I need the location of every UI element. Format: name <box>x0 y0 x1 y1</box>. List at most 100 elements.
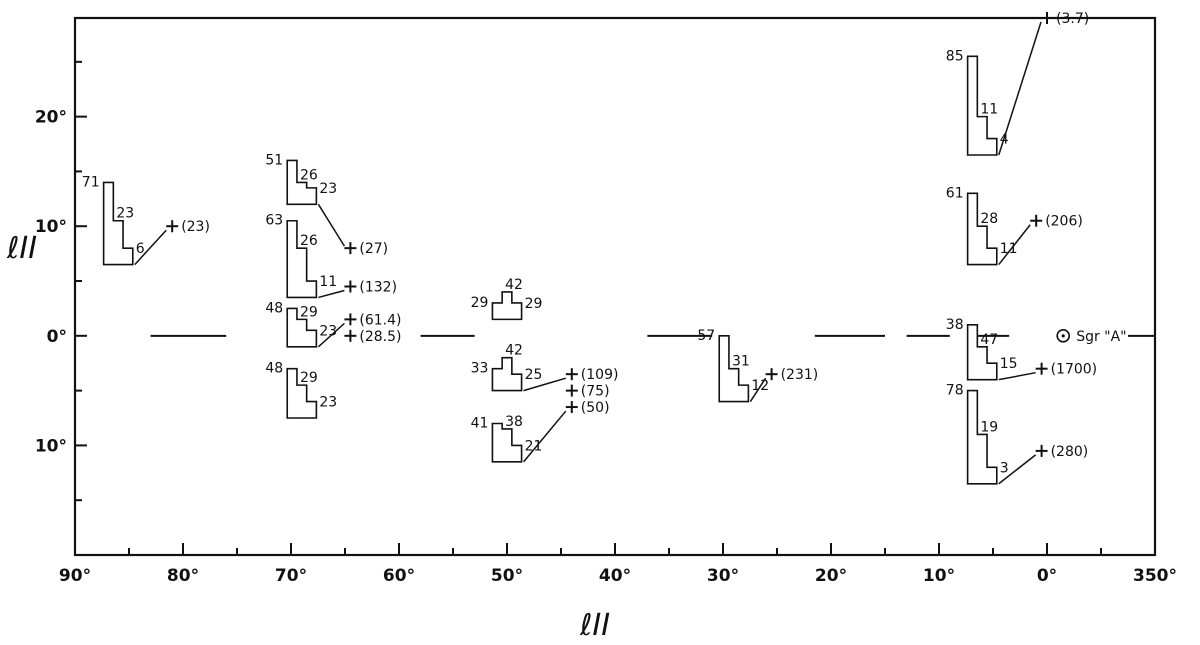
landmark-marker <box>1056 329 1070 343</box>
profile-histogram <box>966 55 998 156</box>
profile-value-label: 3 <box>1000 460 1009 476</box>
profile-value-label: 85 <box>946 48 964 64</box>
profile-value-label: 26 <box>300 233 318 249</box>
profile-value-label: 21 <box>525 438 543 454</box>
profile-value-label: 48 <box>265 300 283 316</box>
source-leader-line <box>998 454 1037 485</box>
profile-value-label: 61 <box>946 185 964 201</box>
profile-value-label: 29 <box>300 370 318 386</box>
x-tick-label: 40° <box>599 566 631 586</box>
profile-histogram <box>966 192 998 266</box>
source-flux-label: (231) <box>781 367 819 383</box>
profile-value-label: 29 <box>525 296 543 312</box>
source-leader-line <box>998 371 1036 381</box>
profile-histogram <box>286 367 318 419</box>
y-tick-label: 10° <box>35 436 67 456</box>
profile-value-label: 11 <box>319 274 337 290</box>
y-axis-ticks: 20°10°0°10° <box>35 60 87 502</box>
profile-value-label: 31 <box>732 354 750 370</box>
y-tick-label: 0° <box>47 327 67 347</box>
profile-value-label: 48 <box>265 361 283 377</box>
survey-region: 63 26 11 (132) <box>265 213 397 299</box>
profile-value-label: 23 <box>319 181 337 197</box>
profile-histogram <box>102 181 134 266</box>
source-flux-label: (61.4) <box>359 312 401 328</box>
source-flux-label: (109) <box>581 367 619 383</box>
profile-histogram <box>286 307 318 348</box>
profile-value-label: 41 <box>471 415 489 431</box>
profile-value-label: 63 <box>265 213 283 229</box>
x-tick-label: 70° <box>275 566 307 586</box>
source-leader-line <box>998 224 1031 266</box>
source-flux-label: (27) <box>359 241 388 257</box>
x-tick-label: 20° <box>815 566 847 586</box>
profile-histogram <box>491 422 523 463</box>
x-axis-label: ℓII <box>579 608 610 643</box>
y-axis-label: ℓII <box>6 231 37 266</box>
profile-value-label: 42 <box>505 277 523 293</box>
profile-value-label: 78 <box>946 383 964 399</box>
source-leader-line <box>998 21 1042 156</box>
profile-value-label: 51 <box>265 152 283 168</box>
profile-value-label: 33 <box>471 361 489 377</box>
profile-value-label: 23 <box>116 206 134 222</box>
survey-region: 573112(231) <box>697 328 819 403</box>
source-flux-label: (280) <box>1051 444 1089 460</box>
source-flux-label: (23) <box>181 219 210 235</box>
x-tick-label: 10° <box>923 566 955 586</box>
source-flux-label: (28.5) <box>359 329 401 345</box>
source-flux-label: (1700) <box>1051 362 1098 378</box>
landmark: Sgr "A" <box>1056 329 1127 345</box>
x-tick-label: 30° <box>707 566 739 586</box>
profile-value-label: 29 <box>471 295 489 311</box>
profile-value-label: 29 <box>300 304 318 320</box>
source-leader-line <box>317 322 345 348</box>
source-leader-line <box>523 377 567 392</box>
source-leader-line <box>318 289 345 299</box>
source-leader-line <box>749 377 767 402</box>
x-axis-ticks: 90°80°70°60°50°40°30°20°10°0°350° <box>59 543 1177 586</box>
x-tick-label: 0° <box>1037 566 1057 586</box>
profile-value-label: 38 <box>946 317 964 333</box>
landmarks: Sgr "A" <box>1056 329 1127 345</box>
source-leader-line <box>134 229 167 266</box>
profile-value-label: 26 <box>300 167 318 183</box>
profile-value-label: 42 <box>505 343 523 359</box>
y-tick-label: 10° <box>35 217 67 237</box>
profile-histogram <box>491 356 523 392</box>
source-flux-label: (75) <box>581 384 610 400</box>
source-leader-line <box>523 410 567 463</box>
profile-histogram <box>966 324 998 381</box>
profile-histogram <box>491 291 523 321</box>
survey-region: 85114(3.7) <box>946 11 1089 156</box>
profile-histogram <box>718 335 750 403</box>
x-tick-label: 350° <box>1133 566 1177 586</box>
plot-border <box>73 16 1157 557</box>
profile-value-label: 23 <box>319 395 337 411</box>
x-tick-label: 90° <box>59 566 91 586</box>
profile-histogram <box>966 389 998 485</box>
profile-value-label: 15 <box>1000 356 1018 372</box>
survey-region: (75) <box>565 384 610 400</box>
source-flux-label: (50) <box>581 400 610 416</box>
profile-value-label: 28 <box>980 211 998 227</box>
profile-value-label: 23 <box>319 323 337 339</box>
source-flux-label: (132) <box>359 280 397 296</box>
profile-value-label: 47 <box>980 332 998 348</box>
profile-value-label: 38 <box>505 414 523 430</box>
profile-value-label: 11 <box>1000 241 1018 257</box>
landmark-marker <box>1061 334 1065 338</box>
x-tick-label: 60° <box>383 566 415 586</box>
source-flux-label: (206) <box>1045 214 1083 230</box>
profile-value-label: 6 <box>136 241 145 257</box>
